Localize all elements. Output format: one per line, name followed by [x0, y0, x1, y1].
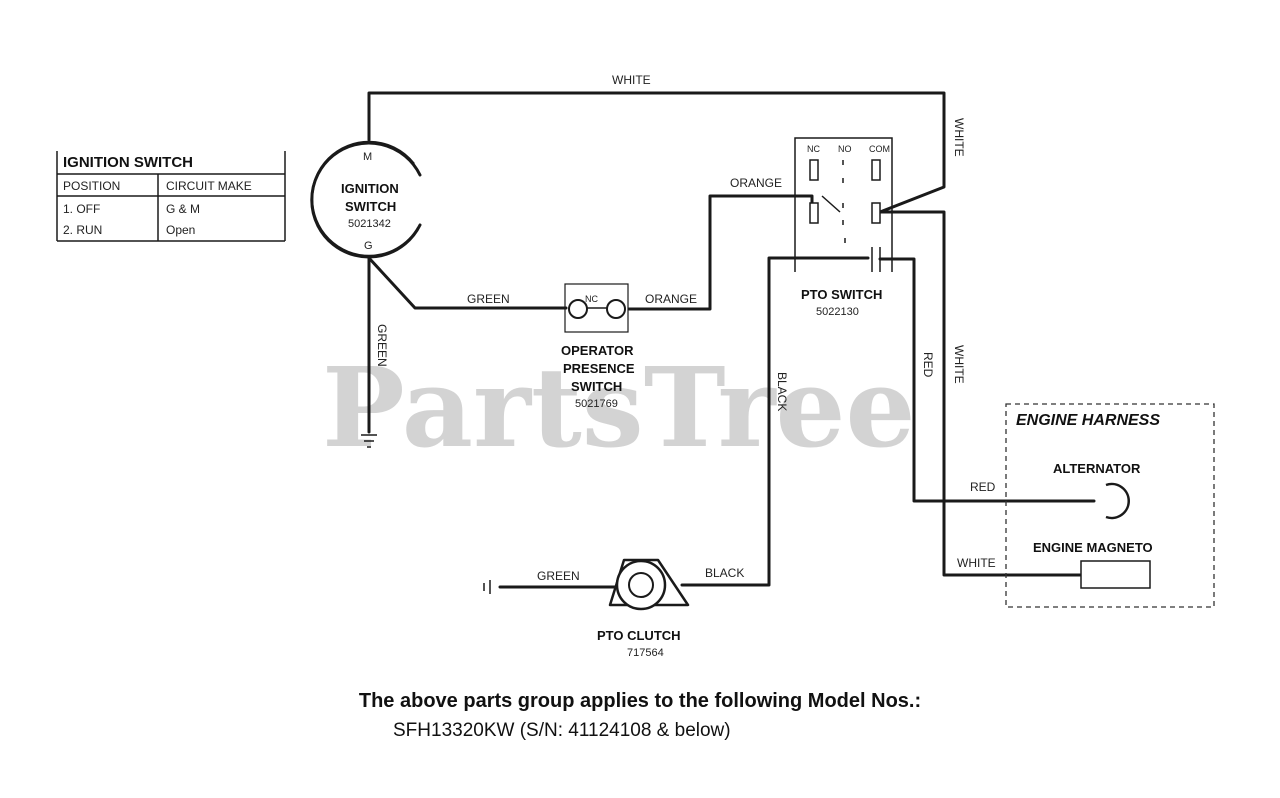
wires — [367, 91, 1096, 589]
ignition-switch: M G IGNITION SWITCH 5021342 — [310, 140, 428, 259]
magneto-icon — [1080, 560, 1151, 589]
table-title: IGNITION SWITCH — [63, 154, 193, 171]
pto-clutch-name: PTO CLUTCH — [597, 628, 681, 643]
magneto-label: ENGINE MAGNETO — [1033, 540, 1153, 555]
wire-label-top-white: WHITE — [612, 73, 651, 87]
pto-col-com: COM — [869, 144, 890, 154]
wire-label-red-alternator: RED — [970, 480, 996, 494]
table-header-position: POSITION — [63, 179, 120, 193]
ops-name-2: PRESENCE — [563, 361, 635, 376]
pto-col-nc: NC — [807, 144, 820, 154]
pto-switch-name: PTO SWITCH — [801, 287, 882, 302]
engine-harness-title: ENGINE HARNESS — [1016, 412, 1160, 429]
ignition-part-no: 5021342 — [348, 218, 391, 230]
ignition-name-2: SWITCH — [345, 199, 396, 214]
pto-col-no: NO — [838, 144, 852, 154]
ignition-terminal-g: G — [364, 240, 373, 252]
table-row-2-circuit: Open — [166, 223, 195, 237]
wire-labels: WHITE WHITE ORANGE ORANGE GREEN GREEN BL… — [375, 73, 996, 583]
wire-label-green-ops: GREEN — [467, 292, 510, 306]
wire-label-red-vertical: RED — [921, 352, 935, 378]
ops-part-no: 5021769 — [575, 398, 618, 410]
watermark: PartsTree — [322, 343, 916, 472]
wire-label-orange-top: ORANGE — [730, 176, 782, 190]
models-heading: The above parts group applies to the fol… — [358, 690, 922, 712]
pto-clutch-part-no: 717564 — [627, 647, 664, 659]
table-row-2-position: 2. RUN — [63, 223, 102, 237]
ignition-switch-table: IGNITION SWITCH POSITION CIRCUIT MAKE 1.… — [56, 151, 286, 242]
wire-label-orange-bottom: ORANGE — [645, 292, 697, 306]
clutch-ground-icon — [483, 580, 491, 594]
table-row-1-position: 1. OFF — [63, 202, 100, 216]
wire-label-green-ground: GREEN — [375, 324, 389, 367]
wire-label-white-magneto: WHITE — [957, 556, 996, 570]
alternator-icon — [1105, 482, 1130, 520]
table-row-1-circuit: G & M — [166, 202, 200, 216]
ops-name-3: SWITCH — [571, 379, 622, 394]
pto-switch: NC NO COM PTO SWITCH 5022130 — [794, 137, 893, 318]
table-header-circuit: CIRCUIT MAKE — [166, 179, 252, 193]
engine-harness: ENGINE HARNESS ALTERNATOR ENGINE MAGNETO — [1005, 403, 1215, 608]
ops-name-1: OPERATOR — [561, 343, 634, 358]
operator-presence-switch: NC OPERATOR PRESENCE SWITCH 5021769 — [561, 283, 635, 410]
wire-label-black-vertical: BLACK — [775, 372, 789, 411]
pto-switch-part-no: 5022130 — [816, 306, 859, 318]
model-number: SFH13320KW (S/N: 41124108 & below) — [393, 720, 731, 741]
wire-label-black-clutch: BLACK — [705, 566, 744, 580]
alternator-label: ALTERNATOR — [1053, 461, 1141, 476]
pto-clutch: PTO CLUTCH 717564 — [597, 558, 690, 659]
wire-label-green-clutch: GREEN — [537, 569, 580, 583]
wire-label-white-vertical: WHITE — [952, 345, 966, 384]
ops-contact-label: NC — [585, 294, 598, 304]
ignition-name-1: IGNITION — [341, 181, 399, 196]
ground-icon — [361, 434, 377, 448]
ignition-terminal-m: M — [363, 151, 372, 163]
wire-label-right-white: WHITE — [952, 118, 966, 157]
